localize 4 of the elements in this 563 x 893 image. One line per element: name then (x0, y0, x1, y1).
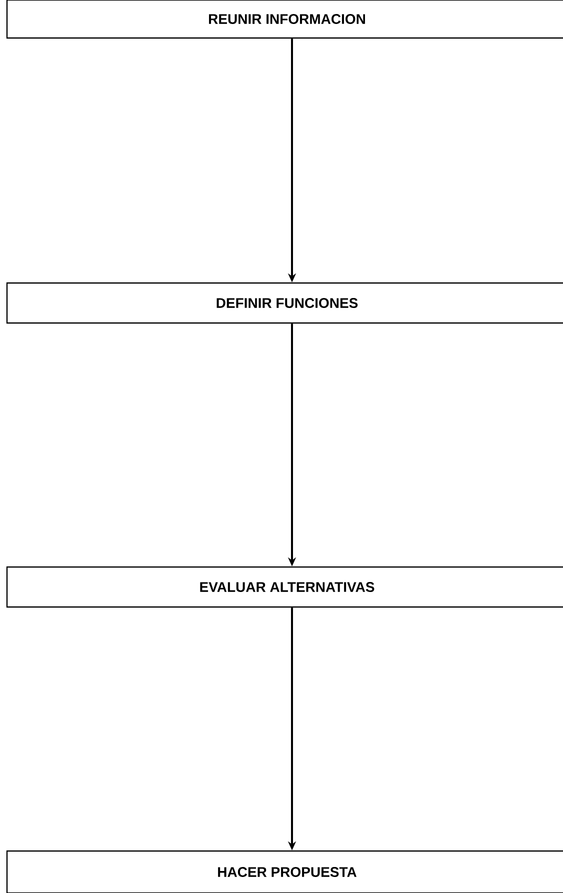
process-box: REUNIR INFORMACION (6, 0, 563, 39)
process-box: DEFINIR FUNCIONES (6, 282, 563, 324)
process-box: HACER PROPUESTA (6, 850, 563, 893)
process-box: EVALUAR ALTERNATIVAS (6, 566, 563, 608)
